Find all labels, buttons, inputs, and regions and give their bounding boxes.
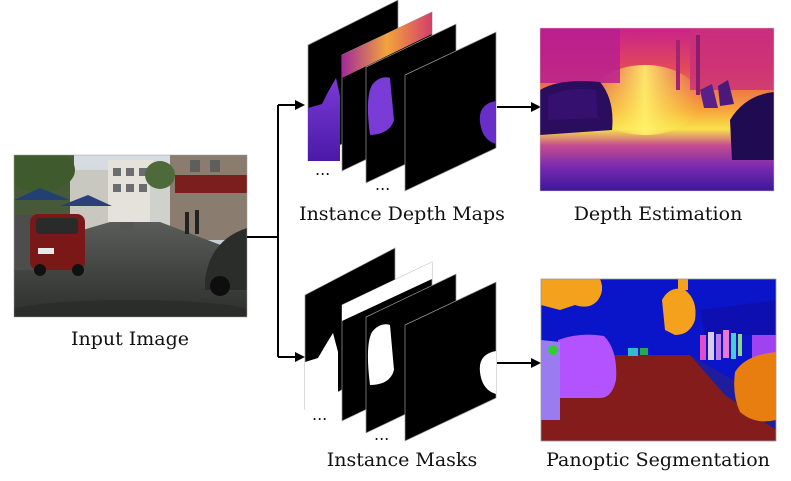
instance-depth-maps-stack: ... ... — [307, 0, 497, 194]
depth-estimation-image — [540, 28, 774, 191]
panoptic-segmentation-image — [541, 279, 776, 441]
panoptic-label: Panoptic Segmentation — [546, 449, 770, 471]
masks-ellipsis-2: ... — [374, 425, 389, 444]
input-image-label: Input Image — [71, 328, 189, 350]
depth-estimation-border — [539, 27, 775, 192]
depth-estimation-label: Depth Estimation — [574, 203, 743, 225]
input-image — [14, 155, 247, 317]
depth-maps-label: Instance Depth Maps — [299, 203, 505, 225]
panoptic-border — [540, 278, 777, 442]
instance-masks-stack: ... ... — [304, 247, 497, 444]
depth-maps-ellipsis-1: ... — [315, 160, 330, 179]
arrow-to-panoptic — [531, 358, 541, 368]
branch-connector — [247, 104, 296, 358]
arrow-to-masks — [295, 352, 305, 362]
masks-label: Instance Masks — [327, 449, 477, 471]
arrow-to-depth-estimation — [531, 102, 541, 112]
depth-maps-ellipsis-2: ... — [375, 175, 390, 194]
mask-layer-4 — [404, 281, 497, 442]
depth-map-layer-4 — [404, 31, 497, 192]
masks-ellipsis-1: ... — [312, 405, 327, 424]
arrow-to-depth-maps — [295, 100, 305, 110]
